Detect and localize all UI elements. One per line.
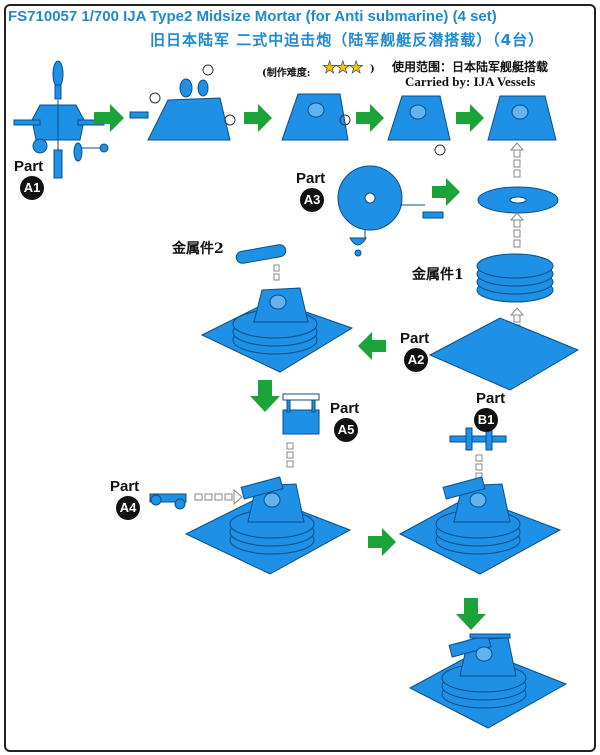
dashed-connector-a4 [194,488,243,506]
part-a2-label: Part [400,330,430,347]
part-a5 [282,393,320,435]
part-a3-label: Part [296,170,326,187]
part-a1-exploded [13,60,109,179]
dashed-connector-b1 [475,454,483,480]
step-arrow-4 [456,104,484,132]
part-a2-badge: A2 [404,348,428,372]
step-arrow-2 [244,104,272,132]
assembly-step-3 [281,93,351,141]
step-arrow-right-1 [368,528,396,556]
assembled-mount-3 [398,476,562,575]
metal-part-1-label: 金属件1 [412,267,464,283]
part-a1-badge: A1 [20,176,44,200]
assembly-step-4 [387,95,451,156]
assembled-mount-1 [200,287,354,373]
part-a4-label: Part [110,478,140,495]
disc-with-hole [477,186,559,214]
part-b1-badge: B1 [474,408,498,432]
assembly-step-5 [487,95,557,141]
product-title: FS710057 1/700 IJA Type2 Midsize Mortar … [8,8,497,25]
step-arrow-a3 [432,178,460,206]
step-arrow-down-2 [456,598,486,630]
part-a5-badge: A5 [334,418,358,442]
dashed-connector-rod [273,264,280,281]
assembly-step-2 [129,64,236,141]
carried-by: Carried by: IJA Vessels [405,74,536,89]
part-a4-badge: A4 [116,496,140,520]
assembled-mount-2 [184,476,352,575]
step-arrow-3 [356,104,384,132]
step-arrow-a2 [358,332,386,360]
step-arrow-down-1 [250,380,280,412]
part-a3 [337,165,444,257]
part-a4 [149,493,187,510]
product-title-chinese: 旧日本陆军 二式中迫击炮（陆军舰艇反潜搭载）（4台） [150,31,545,49]
part-a1-label: Part [14,158,44,175]
metal-part-2-label: 金属件2 [172,241,224,257]
part-a2-base [428,317,580,391]
part-a5-label: Part [330,400,360,417]
final-assembly [408,633,568,729]
part-b1 [449,427,507,451]
metal-part-1-plates [476,253,554,303]
usage-scope: 使用范围：日本陆军舰艇搭载 [392,60,549,74]
dashed-connector-mid [509,212,525,248]
step-arrow-1 [94,104,124,132]
part-b1-label: Part [476,390,506,407]
difficulty-label: (制作难度: [262,68,311,79]
difficulty-stars: ★★★ [322,58,364,78]
difficulty-close: ) [370,64,375,75]
metal-part-2-rod [235,244,287,264]
dashed-connector-a5 [286,442,294,468]
part-a3-badge: A3 [300,188,324,212]
dashed-connector-up [509,142,525,178]
